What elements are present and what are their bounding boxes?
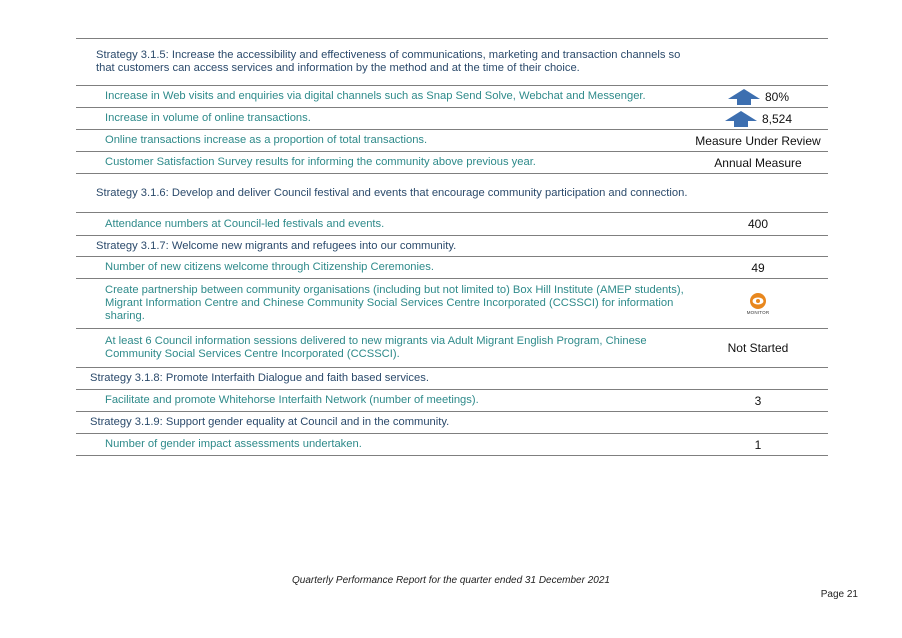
result-value: 3 (754, 393, 762, 408)
result-value: 80% (764, 89, 790, 104)
up-arrow-icon (724, 110, 757, 127)
measure-label: Increase in volume of online transaction… (105, 112, 311, 124)
measure-label: Online transactions increase as a propor… (105, 134, 428, 146)
table-row: Increase in volume of online transaction… (76, 108, 828, 130)
strategy-label: Strategy 3.1.5: Increase the accessibili… (96, 49, 681, 74)
table-row: At least 6 Council information sessions … (76, 329, 828, 368)
result-value: Not Started (727, 341, 789, 355)
table-row: Attendance numbers at Council-led festiv… (76, 213, 828, 236)
measure-label: Number of gender impact assessments unde… (105, 438, 362, 450)
strategy-label: Strategy 3.1.9: Support gender equality … (90, 416, 450, 428)
table-row: Facilitate and promote Whitehorse Interf… (76, 390, 828, 412)
table-row: Create partnership between community org… (76, 279, 828, 329)
measure-label: Customer Satisfaction Survey results for… (105, 156, 536, 168)
monitor-icon: MONITOR (746, 292, 770, 315)
report-footer-title: Quarterly Performance Report for the qua… (292, 575, 610, 586)
strategy-label: Strategy 3.1.7: Welcome new migrants and… (96, 239, 457, 252)
table-row: Online transactions increase as a propor… (76, 130, 828, 152)
table-row: Strategy 3.1.7: Welcome new migrants and… (76, 236, 828, 257)
result-value: 1 (754, 437, 762, 452)
result-value: 400 (747, 217, 769, 231)
strategy-label: Strategy 3.1.6: Develop and deliver Coun… (96, 186, 688, 199)
strategy-label: Strategy 3.1.8: Promote Interfaith Dialo… (90, 372, 429, 384)
table-row: Strategy 3.1.6: Develop and deliver Coun… (76, 174, 828, 213)
measure-label: At least 6 Council information sessions … (105, 335, 647, 360)
table-row: Customer Satisfaction Survey results for… (76, 152, 828, 174)
measure-label: Increase in Web visits and enquiries via… (105, 90, 646, 102)
result-value: Annual Measure (714, 155, 802, 170)
monitor-label: MONITOR (746, 309, 770, 315)
measure-label: Attendance numbers at Council-led festiv… (105, 217, 385, 230)
measure-label: Number of new citizens welcome through C… (105, 261, 434, 273)
table-row: Strategy 3.1.5: Increase the accessibili… (76, 39, 828, 86)
up-arrow-icon (727, 88, 760, 105)
result-value: Measure Under Review (695, 133, 821, 148)
table-row: Strategy 3.1.9: Support gender equality … (76, 412, 828, 434)
measure-label: Create partnership between community org… (105, 284, 684, 322)
table-row: Increase in Web visits and enquiries via… (76, 86, 828, 108)
table-row: Number of gender impact assessments unde… (76, 434, 828, 456)
table-row: Strategy 3.1.8: Promote Interfaith Dialo… (76, 368, 828, 390)
measure-label: Facilitate and promote Whitehorse Interf… (105, 394, 479, 406)
page-number: Page 21 (820, 589, 858, 600)
result-value: 8,524 (761, 111, 793, 126)
result-value: 49 (751, 260, 765, 275)
table-row: Number of new citizens welcome through C… (76, 257, 828, 279)
performance-table: Strategy 3.1.5: Increase the accessibili… (76, 38, 828, 456)
